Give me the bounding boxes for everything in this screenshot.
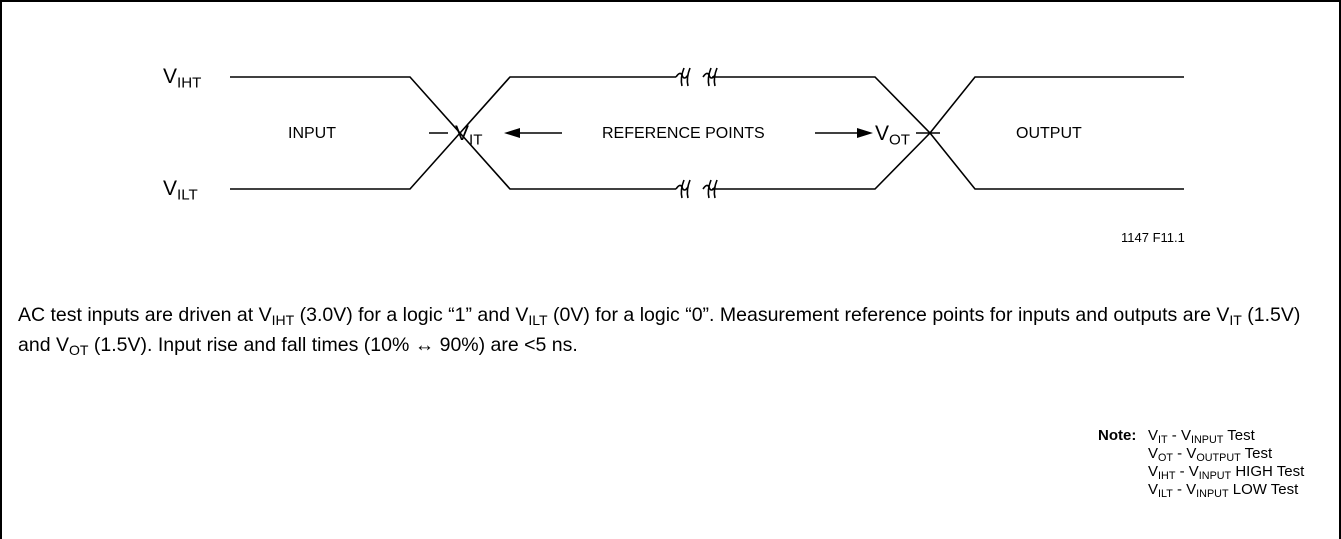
note-row: VOT - VOUTPUT Test (1148, 445, 1273, 465)
waveform-lower-right (712, 76, 1184, 190)
v-ot-label: VOT (875, 122, 910, 149)
input-low-line (230, 76, 676, 190)
timing-diagram (230, 67, 1184, 199)
v-iht-label: VIHT (163, 65, 202, 92)
output-label: OUTPUT (1016, 125, 1082, 142)
note-row: Note:VIT - VINPUT Test (1098, 427, 1255, 447)
input-label: INPUT (288, 125, 336, 142)
v-it-label: VIT (455, 122, 483, 149)
figure-id: 1147 F11.1 (1121, 230, 1185, 245)
reference-points-label: REFERENCE POINTS (602, 125, 765, 142)
v-ilt-label: VILT (163, 177, 198, 204)
note-block: Note:VIT - VINPUT Test VOT - VOUTPUT Tes… (1098, 427, 1305, 501)
note-heading: Note: (1098, 427, 1137, 444)
note-row: VILT - VINPUT LOW Test (1148, 481, 1299, 501)
description-text: AC test inputs are driven at VIHT (3.0V)… (18, 304, 1301, 359)
note-row: VIHT - VINPUT HIGH Test (1148, 463, 1305, 483)
waveform-upper-right (712, 76, 1184, 190)
